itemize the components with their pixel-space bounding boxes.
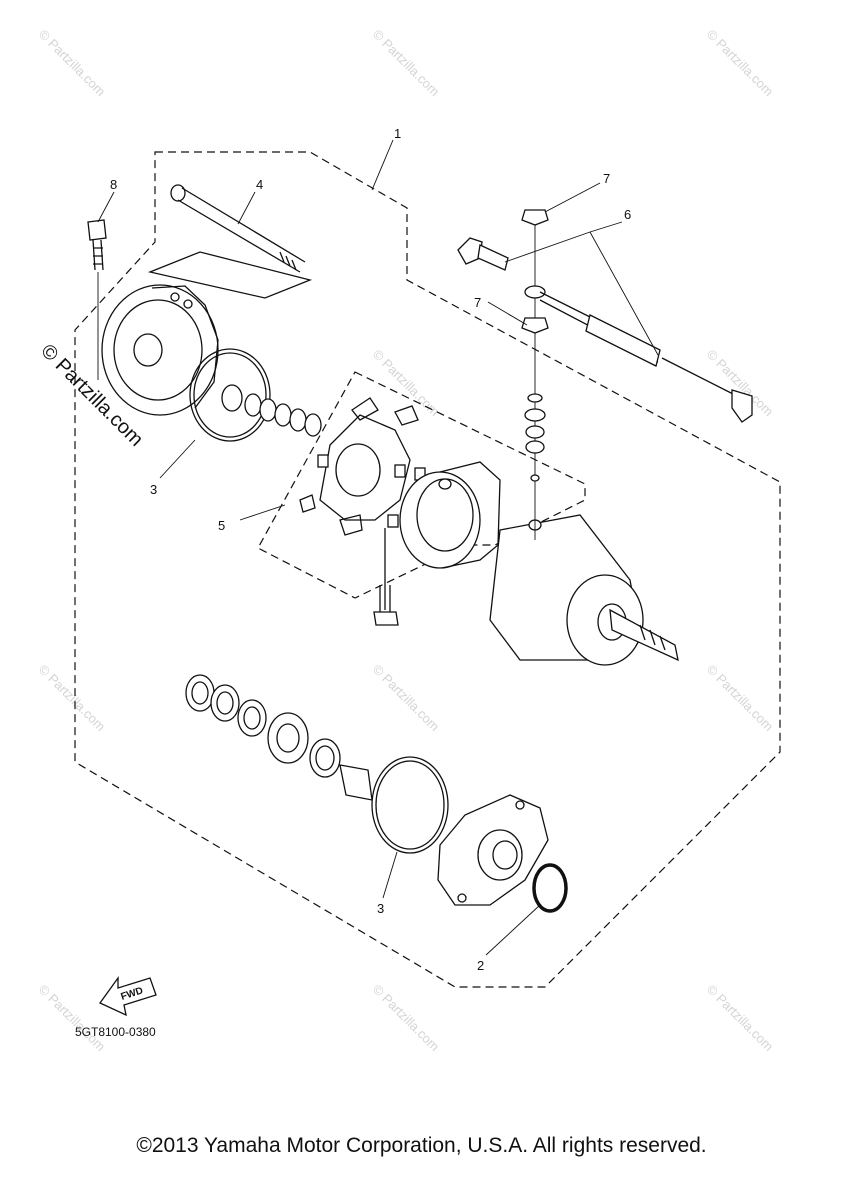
watermark: © Partzilla.com [36, 662, 109, 735]
brush-terminal-bolt [373, 528, 399, 626]
terminal-washers [521, 209, 549, 482]
motor-body [489, 514, 679, 666]
through-bolt [170, 184, 306, 273]
diagram-code: 5GT8100-0380 [75, 1025, 156, 1039]
assembly-outline [74, 151, 781, 988]
rear-cover [101, 284, 219, 416]
screw-8 [87, 219, 107, 271]
callout-7: 7 [603, 171, 610, 186]
watermark: © Partzilla.com [704, 662, 777, 735]
front-cover [437, 794, 549, 906]
watermark: © Partzilla.com [704, 982, 777, 1055]
gasket-shading [147, 251, 313, 299]
watermark: © Partzilla.com [370, 662, 443, 735]
callout-3: 3 [150, 482, 157, 497]
watermark: © Partzilla.com [36, 27, 109, 100]
callout-3: 3 [377, 901, 384, 916]
copyright-notice: ©2013 Yamaha Motor Corporation, U.S.A. A… [136, 1134, 707, 1157]
callout-4: 4 [256, 177, 263, 192]
watermark: © Partzilla.com [36, 982, 109, 1055]
o-ring-lower-inner [375, 760, 445, 850]
callout-6: 6 [624, 207, 631, 222]
fwd-arrow: FWD [99, 975, 157, 1017]
watermark: © Partzilla.com [370, 27, 443, 100]
o-ring-upper [189, 348, 271, 442]
leader-lines [97, 139, 659, 956]
o-ring-upper-inner [193, 352, 267, 438]
callout-1: 1 [394, 126, 401, 141]
callout-5: 5 [218, 518, 225, 533]
watermark: © Partzilla.com [704, 27, 777, 100]
callout-2: 2 [477, 958, 484, 973]
lead-wire [457, 237, 753, 423]
callout-8: 8 [110, 177, 117, 192]
watermark: © Partzilla.com [370, 982, 443, 1055]
callout-7: 7 [474, 295, 481, 310]
o-ring-2 [532, 863, 568, 913]
brush-plate [299, 397, 426, 536]
o-ring-lower [371, 756, 449, 854]
yoke [399, 461, 501, 569]
front-washers [185, 674, 373, 801]
brush-holder-outline [257, 371, 586, 599]
washer-stack-upper [221, 384, 322, 437]
